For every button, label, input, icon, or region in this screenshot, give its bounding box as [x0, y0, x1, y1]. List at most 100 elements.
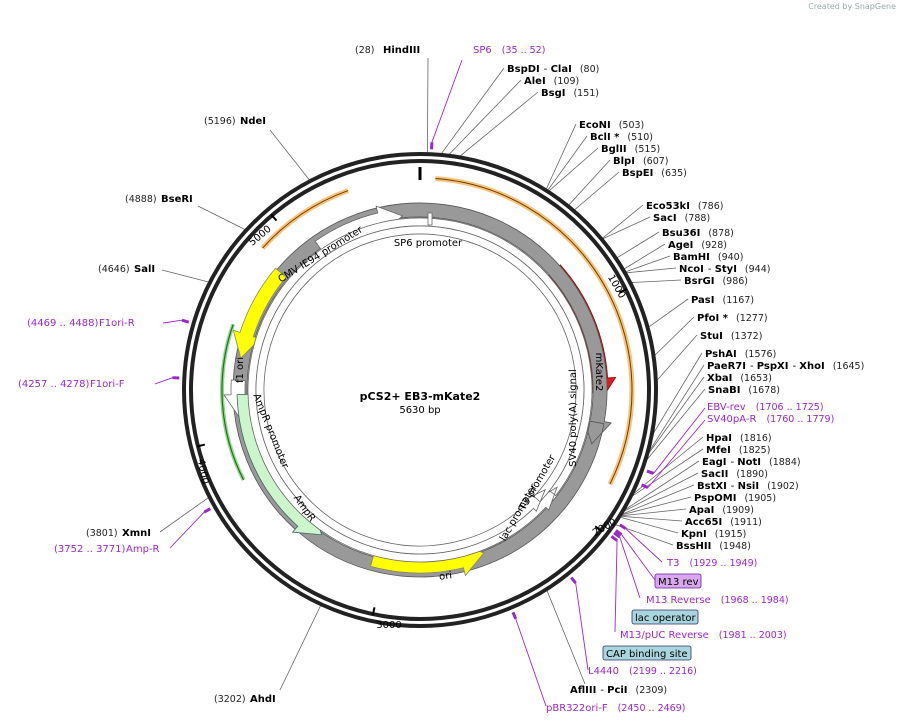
tick-3000 — [371, 607, 376, 616]
site-leader — [440, 67, 505, 155]
primer-mark-t3 — [618, 523, 627, 530]
site-name: BspEI — [622, 168, 653, 179]
site-bspdi: BspDI- ClaI(80) — [507, 64, 599, 75]
site-name: BseRI — [161, 194, 193, 205]
site-pasi: PasI(1167) — [691, 295, 754, 306]
site-text: XbaI(1653) — [707, 373, 772, 384]
site-position: (1645) — [833, 361, 865, 372]
tick-4000 — [196, 443, 206, 448]
primer-leader — [614, 540, 618, 633]
primer-name: T3 — [666, 558, 679, 569]
site-text: EagI- NotI(1884) — [702, 457, 801, 468]
site-leader — [623, 472, 699, 512]
site-position: (1902) — [767, 481, 799, 492]
primer-l4440: L4440(2199 .. 2216) — [588, 666, 697, 677]
site-leader — [656, 334, 698, 381]
tick-2000 — [594, 525, 603, 533]
primer-pbr322ori-f: pBR322ori-F(2450 .. 2469) — [546, 703, 685, 714]
site-paer7i: PaeR7I- PspXI- XhoI(1645) — [707, 361, 864, 372]
site-bglii: BglII(515) — [601, 144, 660, 155]
site-bsshii: BssHII(1948) — [676, 541, 751, 552]
site-eagi: EagI- NotI(1884) — [702, 457, 801, 468]
site-ndei: (5196)NdeI — [204, 116, 266, 127]
site-leader — [654, 316, 695, 356]
backbone-outer — [182, 152, 658, 628]
site-name: AleI — [524, 76, 546, 87]
primer-name: EBV-rev — [707, 402, 746, 413]
primer-range: (35 .. 52) — [502, 45, 546, 56]
site-leader — [648, 364, 705, 453]
site-position: (986) — [722, 276, 748, 287]
primer-f1ori-r: (4469 .. 4488)F1ori-R — [27, 318, 135, 329]
primer-m13-reverse: M13 Reverse(1968 .. 1984) — [646, 595, 789, 606]
site-position: (928) — [701, 240, 727, 251]
lac-operator-box — [631, 609, 699, 625]
site-position: (515) — [635, 144, 661, 155]
site-position: (1905) — [744, 493, 776, 504]
site-leader — [647, 376, 705, 455]
site-hindiii: (28) HindIII — [355, 45, 420, 56]
primer-leader — [625, 528, 663, 563]
site-leader — [601, 204, 644, 239]
site-name: BstXI — [697, 481, 727, 492]
site-name: PspOMI — [694, 493, 736, 504]
backbone-inner — [189, 159, 651, 621]
site-text: BclI *(510) — [590, 132, 653, 143]
site-position: (28) — [355, 45, 375, 56]
primer-text: EBV-rev(1706 .. 1725) — [707, 402, 824, 413]
site-text: BssHII(1948) — [676, 541, 751, 552]
site-name: BlpI — [613, 156, 635, 167]
site-name: SalI — [134, 264, 155, 275]
primer-ebv-rev: EBV-rev(1706 .. 1725) — [707, 402, 824, 413]
site-name: XmnI — [122, 528, 151, 539]
site-name: BsrGI — [684, 276, 714, 287]
site-name: HindIII — [383, 45, 420, 56]
site-leader — [159, 497, 209, 533]
site-leader — [648, 298, 689, 328]
site-text: PspOMI (1905) — [694, 493, 776, 504]
site-position: (786) — [698, 201, 724, 212]
site-ahdi: (3202)AhdI — [214, 694, 276, 705]
primer-m13-puc-reverse: M13/pUC Reverse(1981 .. 2003) — [620, 630, 787, 641]
primer-mark-sv40pa-r — [640, 483, 649, 489]
site-econi: EcoNI(503) — [579, 120, 644, 131]
site-position: (1948) — [719, 541, 751, 552]
primer-range: (1981 .. 2003) — [719, 630, 787, 641]
ampr-line — [221, 324, 245, 481]
site-mfei: MfeI(1825) — [706, 445, 770, 456]
site-position: (1884) — [769, 457, 801, 468]
site-xbai: XbaI(1653) — [707, 373, 772, 384]
site-name: PaeR7I — [707, 361, 746, 372]
site-name: BspDI — [507, 64, 540, 75]
site-name: SacI — [653, 213, 677, 224]
primer-leader — [575, 583, 589, 671]
site-name: Acc65I — [685, 517, 722, 528]
site-text: AflIII- PciI(2309) — [570, 685, 667, 696]
primer-leader-lines — [154, 59, 706, 707]
primer-leader — [431, 59, 463, 143]
site-position: (944) — [745, 264, 771, 275]
promoter-line — [262, 190, 349, 249]
m13rev-box-label: M13 rev — [658, 577, 699, 588]
site-sali: (4646)SalI — [98, 264, 155, 275]
tick-label-3000: 3000 — [376, 620, 401, 631]
site-name-2: ClaI — [551, 64, 572, 75]
site-position: (3202) — [214, 694, 246, 705]
primer-mark-amp-r — [203, 507, 212, 514]
site-leader — [161, 269, 210, 283]
site-position: (607) — [643, 156, 669, 167]
site-text: SacI(788) — [653, 213, 710, 224]
site-leader — [631, 279, 682, 283]
site-text: PaeR7I- PspXI- XhoI(1645) — [707, 361, 864, 372]
primer-marks — [172, 142, 655, 620]
primer-leader — [154, 377, 173, 385]
site-position: (1890) — [736, 469, 768, 480]
site-text: SacII(1890) — [701, 469, 768, 480]
ori-label: ori — [438, 570, 452, 583]
primer-name: F1ori-R — [99, 318, 135, 329]
site-name: PshAI — [705, 349, 737, 360]
site-position: (635) — [661, 168, 687, 179]
primer-mark-m13-puc-reverse — [610, 535, 618, 542]
tick-5000 — [270, 213, 278, 222]
site-leader — [269, 129, 310, 181]
